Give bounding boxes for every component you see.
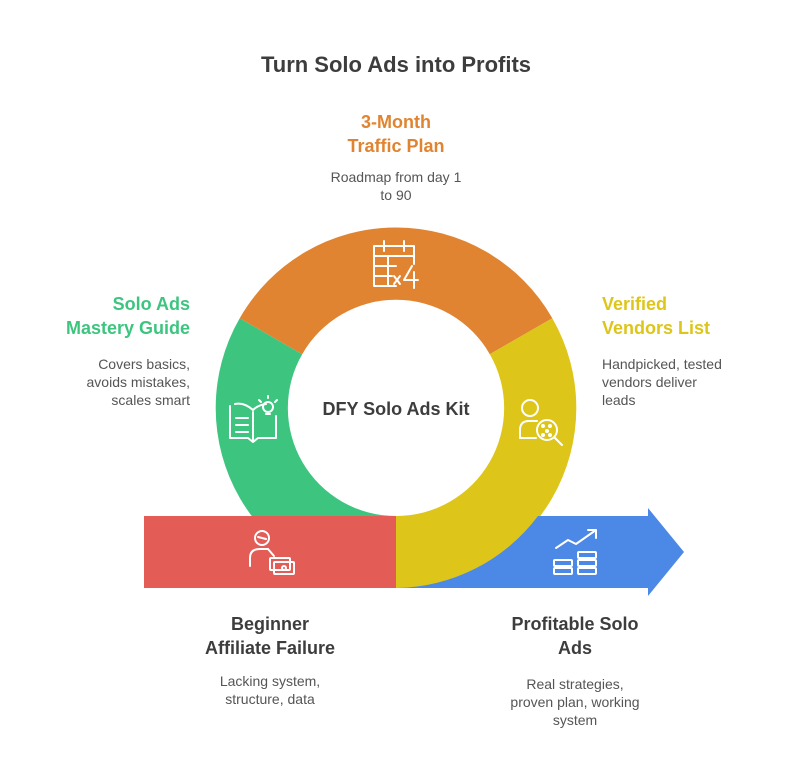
- failure-description: Lacking system, structure, data: [219, 673, 321, 707]
- diagram-title: Turn Solo Ads into Profits: [260, 52, 532, 77]
- frustrated-person-money-icon: [249, 530, 295, 575]
- traffic-description: Roadmap from day 1 to 90: [330, 169, 462, 203]
- guide-description: Covers basics, avoids mistakes, scales s…: [86, 356, 190, 408]
- center-label: DFY Solo Ads Kit: [322, 399, 469, 419]
- growth-chart-coins-icon: [553, 529, 597, 575]
- vendors-heading: Verified Vendors List: [602, 294, 711, 338]
- profit-description: Real strategies, proven plan, working sy…: [510, 676, 640, 728]
- failure-heading: Beginner Affiliate Failure: [204, 614, 336, 658]
- book-lightbulb-icon: [229, 395, 278, 443]
- profit-heading: Profitable Solo Ads: [511, 614, 639, 658]
- calendar-icon: [373, 240, 419, 289]
- vendors-description: Handpicked, tested vendors deliver leads: [602, 356, 722, 408]
- segment-traffic: [239, 227, 553, 355]
- user-search-icon: [519, 399, 563, 446]
- segment-vendors-overlap: [396, 516, 538, 588]
- traffic-heading: 3-Month Traffic Plan: [347, 112, 445, 156]
- guide-heading: Solo Ads Mastery Guide: [65, 294, 190, 338]
